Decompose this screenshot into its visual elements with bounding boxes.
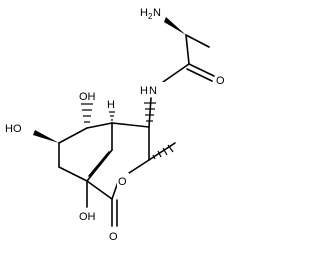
label-amide-o: O bbox=[216, 75, 225, 87]
stereo-bonds bbox=[33, 17, 186, 160]
wedge-c6-ho bbox=[33, 130, 59, 143]
label-oh-bottom: OH bbox=[79, 211, 96, 223]
bond-c3-ring-o bbox=[125, 159, 150, 176]
label-amide-h: H bbox=[140, 85, 148, 97]
bond-c1-c8a bbox=[86, 180, 113, 200]
bond-c8-c8a-2 bbox=[88, 151, 110, 177]
label-oh-left: HO bbox=[5, 123, 22, 135]
label-amine-subscript: 2 bbox=[148, 12, 153, 21]
label-amide-n: N bbox=[149, 85, 157, 97]
label-oh-top: OH bbox=[79, 91, 96, 103]
bonds bbox=[58, 34, 215, 227]
bond-c4-c4a bbox=[111, 122, 150, 128]
chemical-structure-diagram: H 2 N O H N OH H HO O OH O bbox=[4, 4, 227, 243]
bond-carbonyl-amide-n bbox=[162, 63, 190, 83]
hash-c5-oh bbox=[81, 103, 93, 123]
label-ring-o: O bbox=[118, 176, 127, 188]
bond-methyl-alpha bbox=[185, 34, 210, 48]
bond-c7-c8 bbox=[58, 166, 88, 182]
hash-c4-nh bbox=[144, 102, 156, 122]
hash-c4a-h bbox=[109, 111, 115, 121]
wedge-alpha-nh2 bbox=[164, 17, 186, 35]
label-lactone-o: O bbox=[109, 231, 118, 243]
label-ring-h: H bbox=[107, 99, 115, 111]
atom-labels: H 2 N O H N OH H HO O OH O bbox=[4, 4, 227, 243]
bond-carbonyl-o-2 bbox=[186, 68, 213, 82]
label-amine-n: N bbox=[153, 7, 161, 19]
bond-c8a-c8-1 bbox=[86, 149, 113, 182]
bond-alpha-carbonyl bbox=[185, 34, 190, 65]
bond-amide-n-c4 bbox=[148, 97, 152, 128]
label-amine-h: H bbox=[140, 7, 148, 19]
bond-c4a-c5 bbox=[86, 122, 113, 129]
bond-carbonyl-o-1 bbox=[188, 63, 215, 77]
bond-c3-methyl bbox=[148, 142, 176, 161]
hash-c3-methyl bbox=[152, 144, 174, 160]
bond-c5-c6 bbox=[58, 127, 88, 144]
